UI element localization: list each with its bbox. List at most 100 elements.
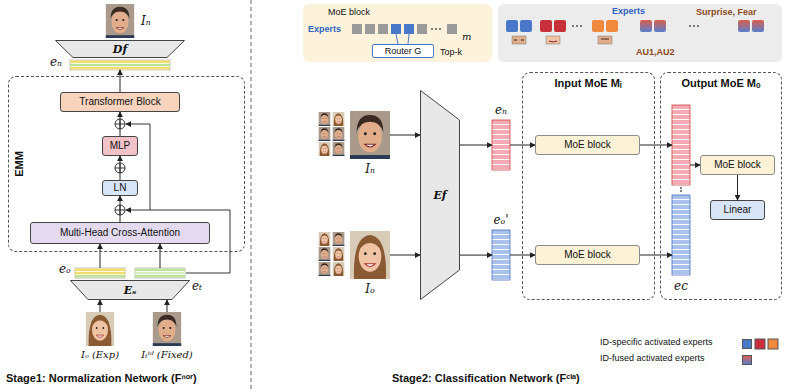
node-label: MoE block (328, 7, 370, 17)
node-label: Input MoE Mᵢ (555, 77, 622, 89)
embedding-bar (70, 64, 170, 67)
embedding-vector (672, 195, 690, 275)
connector-arrow (690, 165, 700, 166)
image-stack: Iₒ (350, 230, 390, 280)
moe-block: MoE block (535, 245, 640, 265)
image-stack (319, 262, 331, 276)
expert-square (606, 20, 618, 32)
expert-square (365, 24, 375, 34)
connector-arrow (100, 300, 101, 312)
legend-extra-swatch (755, 339, 778, 349)
image-stack (350, 111, 390, 159)
node-label: eₜ (192, 279, 202, 293)
node-label: Iₒ (365, 282, 374, 296)
node-label: eₒ (59, 262, 71, 276)
embedding-vector (672, 105, 690, 185)
legend-extra-swatch (755, 339, 765, 349)
node-label: AU1,AU2 (636, 47, 675, 57)
expert-square (697, 25, 699, 27)
image-stack: Iₙ (350, 110, 390, 160)
embedding-bar (70, 60, 170, 70)
process-box: Multi-Head Cross-Attention (30, 222, 210, 244)
expert-square (592, 20, 604, 32)
output-image: Iₙ (103, 4, 137, 38)
stage-divider (251, 0, 252, 392)
stage-caption: Stage1: Normalization Network (Fⁿᵒʳ) (6, 372, 197, 384)
moe-block: MoE block (700, 155, 775, 175)
embedding-bar (75, 269, 125, 272)
encoder-trapezoid-outline (71, 281, 190, 300)
encoder-trapezoid: Eₛ (70, 280, 190, 300)
node-label: Iₜⁱᵈ (Fixed) (141, 349, 193, 360)
expert-square (580, 25, 582, 27)
image-stack (333, 247, 345, 261)
node-label: Iₙ (365, 162, 375, 176)
stage-divider (251, 0, 252, 392)
node-label: eₙ (495, 103, 507, 117)
node-label: Output MoE Mₒ (681, 77, 760, 89)
expert-square (752, 20, 764, 32)
node-label: Df (113, 43, 127, 56)
module-group: EMM Transformer BlockMLP LN Multi-Head Cros… (8, 76, 245, 252)
module-group: Input MoE MᵢMoE blockMoE block (522, 72, 655, 300)
image-stack (333, 112, 345, 126)
encoder-trapezoid: Ef (420, 90, 460, 300)
embedding-vector (680, 190, 682, 192)
expert-square (391, 24, 401, 34)
image-stack (319, 127, 331, 141)
legend-label: ID-fused activated experts (600, 353, 705, 363)
expert-square (506, 20, 764, 32)
expert-square (654, 20, 666, 32)
face-photo (86, 312, 114, 346)
expert-square (689, 25, 691, 27)
node-label: ec (674, 279, 688, 293)
image-stack (319, 112, 331, 126)
embedding-vector (672, 105, 690, 185)
image-stack (319, 142, 331, 156)
image-stack (333, 262, 345, 276)
embedding-bar (135, 268, 185, 278)
moe-panel: MoE blockExpertsTop-kmRouter G (303, 4, 492, 62)
expert-square (352, 24, 457, 44)
embedding-bar: eₜ (135, 268, 185, 278)
node-label: Transformer Block (79, 96, 160, 108)
embedding-vector (492, 230, 510, 280)
embedding-bar: eₒ (75, 268, 125, 278)
embedding-vector (492, 120, 510, 170)
image-stack (319, 111, 390, 279)
node-label: EMM (13, 151, 25, 177)
expert-square (572, 25, 574, 27)
connector-arrow (460, 255, 492, 256)
embedding-bar (135, 272, 185, 275)
face-crop (598, 36, 612, 44)
moe-block: MoE block (535, 135, 640, 155)
node-label: Multi-Head Cross-Attention (60, 227, 180, 239)
decoder-trapezoid-outline (56, 41, 185, 58)
process-box: LN (102, 180, 138, 196)
node-label: m (462, 31, 471, 42)
face-crop (512, 36, 526, 44)
node-label: Surprise, Fear (696, 7, 757, 17)
connector-arrow (737, 175, 738, 200)
image-stack (350, 231, 390, 279)
embedding-vector: eₒ' (492, 230, 510, 280)
node-label: Eₛ (124, 284, 137, 297)
residual-line (126, 124, 230, 273)
decoder-trapezoid: Df (55, 40, 185, 58)
legend-extra-swatch (768, 339, 778, 349)
node-label: eₙ (50, 55, 62, 69)
node-label: Router G (385, 46, 422, 56)
face-crop (514, 40, 524, 41)
expert-square (396, 34, 398, 44)
process-box: MLP (102, 136, 138, 156)
stage-caption: Stage2: Classification Network (Fᶜˡᵃ) (392, 372, 580, 384)
node-label: Ef (433, 189, 446, 202)
connector-arrow (160, 244, 161, 268)
encoder-trapezoid-outline (421, 91, 460, 300)
connector-arrow (120, 196, 121, 222)
node-label: Iₒ (Exp) (81, 349, 119, 360)
expert-square (417, 24, 427, 34)
